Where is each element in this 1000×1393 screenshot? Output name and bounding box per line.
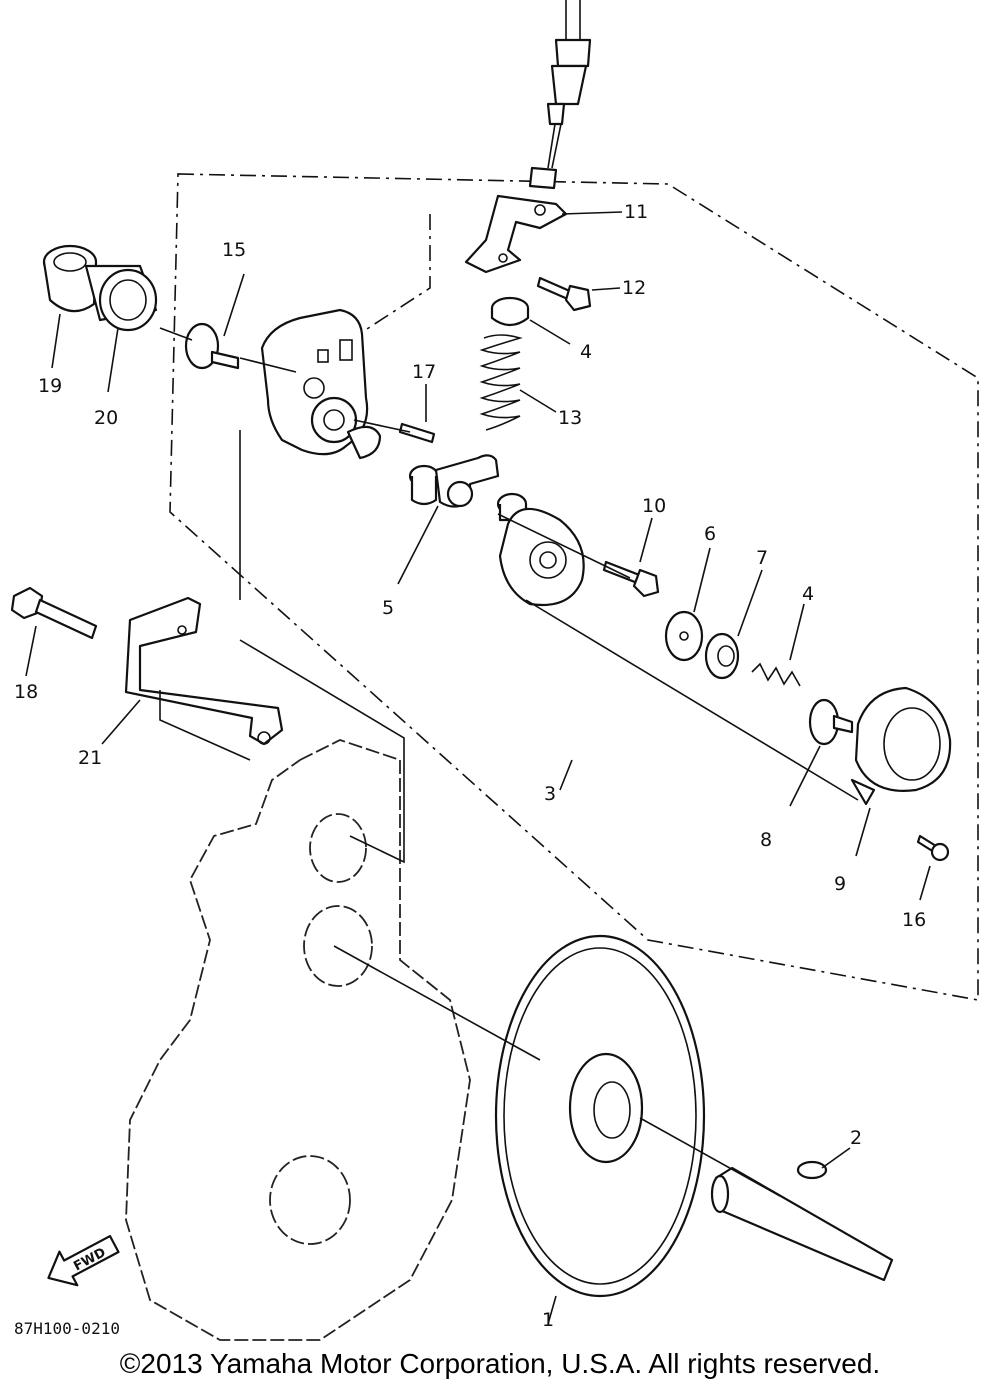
engine-case (125, 739, 471, 1341)
label-part-4-top: 4 (580, 341, 592, 363)
control-cable (528, 0, 592, 190)
part-housing (260, 308, 382, 460)
part-seat-8 (808, 698, 854, 746)
label-part-12: 12 (622, 277, 646, 299)
part-plate-7 (704, 632, 740, 680)
label-part-2: 2 (850, 1127, 862, 1149)
label-part-9: 9 (834, 873, 846, 895)
assembly-boundary (169, 173, 979, 1001)
part-bolt-18 (10, 586, 98, 640)
part-cap-9 (850, 686, 952, 806)
label-part-15: 15 (222, 239, 246, 261)
inner-boundary (349, 214, 431, 341)
part-shaft (710, 1160, 894, 1282)
label-part-6: 6 (704, 523, 716, 545)
leader-lines (25, 211, 931, 1325)
part-governor-shaft (408, 454, 500, 508)
part-washer-6 (664, 610, 704, 662)
label-part-7: 7 (756, 547, 768, 569)
label-part-8: 8 (760, 829, 772, 851)
part-bolt-12 (536, 276, 592, 312)
part-bolt-10 (602, 560, 660, 598)
label-part-17: 17 (412, 361, 436, 383)
part-washer-15 (184, 322, 240, 370)
label-part-10: 10 (642, 495, 666, 517)
part-bracket-21 (124, 596, 284, 746)
part-pump-body (496, 492, 585, 606)
part-lever (464, 194, 568, 274)
label-part-3: 3 (544, 783, 556, 805)
forward-arrow-icon: FWD (47, 1234, 120, 1287)
label-part-16: 16 (902, 909, 926, 931)
part-screw-16 (916, 834, 950, 862)
part-sleeve-20 (84, 264, 158, 332)
part-pulley (494, 934, 706, 1298)
label-part-20: 20 (94, 407, 118, 429)
part-sleeve-19 (42, 244, 98, 313)
label-part-4-lower: 4 (802, 583, 814, 605)
label-part-21: 21 (78, 747, 102, 769)
label-part-19: 19 (38, 375, 62, 397)
copyright-notice: ©2013 Yamaha Motor Corporation, U.S.A. A… (119, 1348, 881, 1379)
part-pin (398, 422, 436, 444)
drawing-code: 87H100-0210 (14, 1319, 120, 1338)
label-part-18: 18 (14, 681, 38, 703)
part-collar-top (490, 296, 530, 327)
part-spring (479, 334, 523, 431)
part-spring-small (751, 662, 801, 687)
label-part-1: 1 (542, 1309, 554, 1331)
label-part-5: 5 (382, 597, 394, 619)
label-part-13: 13 (558, 407, 582, 429)
label-part-11: 11 (624, 201, 648, 223)
